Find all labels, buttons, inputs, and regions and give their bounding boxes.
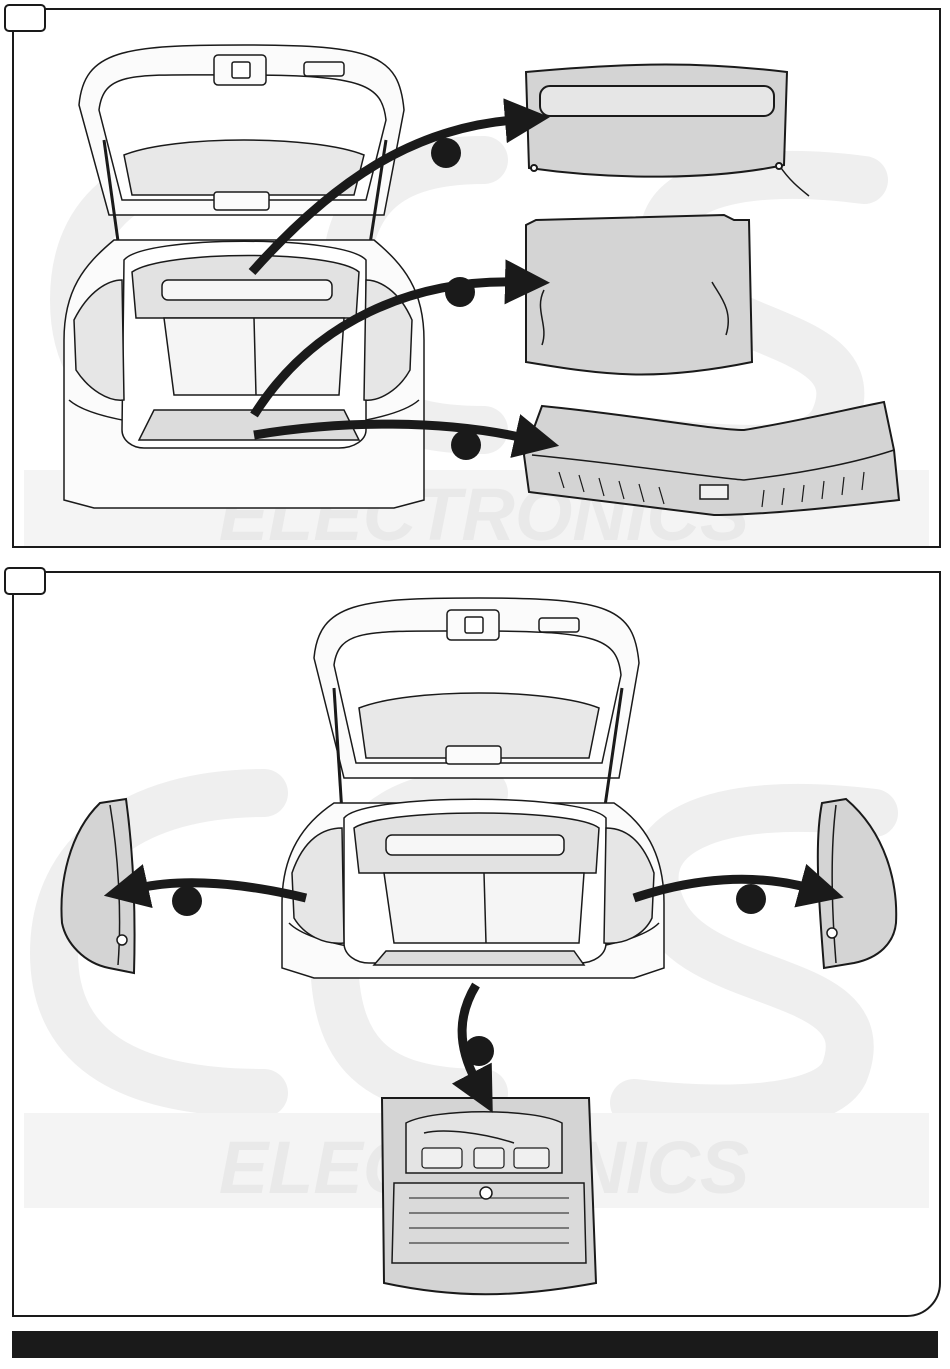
step-1-illustration: ELECTRONICS xyxy=(14,10,939,546)
car-rear-view xyxy=(64,45,424,508)
removed-boot-mat xyxy=(526,215,752,375)
arrow-left-trim xyxy=(139,883,306,898)
footer-bar xyxy=(12,1331,938,1358)
step-2-illustration: ELECTRONICS xyxy=(14,573,939,1315)
step-2-panel: ELECTRONICS xyxy=(12,571,941,1317)
arrow-floor-tray xyxy=(462,985,476,1081)
step-number-box-2 xyxy=(4,567,46,595)
removed-left-side-trim xyxy=(61,799,134,973)
removed-boot-floor-tray xyxy=(382,1098,596,1294)
step-1-panel: ELECTRONICS xyxy=(12,8,941,548)
removed-sill-trim xyxy=(524,402,899,515)
step-number-box-1 xyxy=(4,4,46,32)
